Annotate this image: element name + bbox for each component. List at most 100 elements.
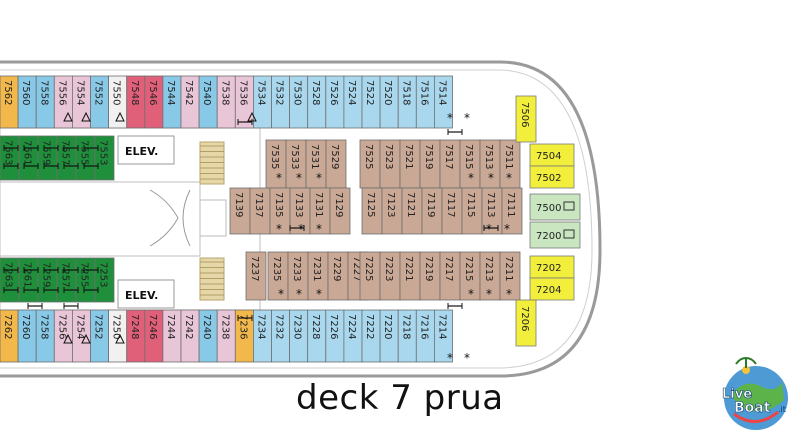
suite-box bbox=[529, 165, 575, 189]
tv-icon bbox=[563, 229, 575, 239]
accessible-star: * bbox=[486, 222, 492, 236]
accessible-star: * bbox=[504, 222, 510, 236]
cabin-number: 7562 bbox=[2, 80, 13, 105]
cabin-7223: 7223 bbox=[379, 251, 401, 301]
cabin-7520: 7520 bbox=[379, 75, 399, 129]
cabin-number: 7542 bbox=[183, 80, 194, 105]
cabin-box bbox=[433, 75, 453, 129]
cabin-7562: 7562 bbox=[0, 75, 19, 129]
cabin-7522: 7522 bbox=[361, 75, 381, 129]
cabin-number: 7516 bbox=[418, 80, 429, 105]
cabin-number: 7233 bbox=[291, 256, 302, 281]
cabin-number: 7522 bbox=[364, 80, 375, 105]
cabin-number: 7254 bbox=[74, 314, 85, 339]
cabin-number: 7227 bbox=[351, 256, 362, 281]
cabin-number: 7536 bbox=[237, 80, 248, 105]
cabin-number: 7129 bbox=[333, 192, 344, 217]
deck-caption: deck 7 prua bbox=[296, 378, 504, 418]
cabin-number: 7123 bbox=[385, 192, 396, 217]
cabin-number: 7262 bbox=[2, 314, 13, 339]
cabin-number: 7220 bbox=[382, 314, 393, 339]
cabin-7557: 7557 bbox=[56, 135, 77, 181]
cabin-7237: 7237 bbox=[245, 251, 267, 301]
cabin-number: 7223 bbox=[383, 256, 394, 281]
cabin-7548: 7548 bbox=[126, 75, 146, 129]
cabin-number: 7260 bbox=[20, 314, 31, 339]
accessible-star: * bbox=[464, 111, 470, 125]
cabin-number: 7242 bbox=[183, 314, 194, 339]
cabin-number: 7258 bbox=[38, 314, 49, 339]
cabin-7255: 7255 bbox=[75, 257, 96, 303]
cabin-7517: 7517 bbox=[439, 139, 461, 189]
cabin-7229: 7229 bbox=[327, 251, 349, 301]
liveboat-logo: Live Boat .it bbox=[716, 352, 800, 438]
cabin-7219: 7219 bbox=[419, 251, 441, 301]
cabin-number: 7231 bbox=[311, 256, 322, 281]
cabin-number: 7518 bbox=[400, 80, 411, 105]
cabin-number: 7135 bbox=[273, 192, 284, 217]
cabin-7244: 7244 bbox=[162, 309, 182, 363]
cabin-number: 7131 bbox=[313, 192, 324, 217]
cabin-7561: 7561 bbox=[18, 135, 39, 181]
cabin-7558: 7558 bbox=[35, 75, 55, 129]
markers-layer: ********************* bbox=[3, 111, 575, 365]
cabin-7220: 7220 bbox=[379, 309, 399, 363]
cabin-number: 7250 bbox=[111, 314, 122, 339]
cabin-number: 7259 bbox=[41, 262, 52, 287]
cabin-number: 7224 bbox=[346, 314, 357, 339]
stairs-bottom bbox=[199, 257, 225, 301]
accessible-star: * bbox=[447, 351, 453, 365]
cabin-number: 7211 bbox=[503, 256, 514, 281]
cabin-number: 7525 bbox=[363, 144, 374, 169]
cabin-number: 7257 bbox=[60, 262, 71, 287]
cabin-number: 7234 bbox=[255, 314, 266, 339]
triangle-marker bbox=[115, 333, 125, 344]
cabin-number: 7561 bbox=[22, 140, 33, 165]
cabin-number: 7521 bbox=[403, 144, 414, 169]
accessible-star: * bbox=[468, 171, 474, 185]
cabin-number: 7548 bbox=[129, 80, 140, 105]
cabin-number: 7538 bbox=[219, 80, 230, 105]
cabin-7216: 7216 bbox=[415, 309, 435, 363]
cabin-number: 7215 bbox=[463, 256, 474, 281]
atrium-curve bbox=[149, 189, 179, 247]
cabin-number: 7533 bbox=[289, 144, 300, 169]
cabin-number: 7225 bbox=[363, 256, 374, 281]
cabin-number: 7139 bbox=[233, 192, 244, 217]
cabin-7528: 7528 bbox=[307, 75, 327, 129]
cabin-7202: 7202 bbox=[529, 255, 575, 279]
cabin-7542: 7542 bbox=[180, 75, 200, 129]
triangle-marker bbox=[81, 111, 91, 122]
cabin-7218: 7218 bbox=[397, 309, 417, 363]
accessible-star: * bbox=[468, 287, 474, 301]
cabin-number: 7248 bbox=[129, 314, 140, 339]
cabin-number: 7232 bbox=[274, 314, 285, 339]
cabin-number: 7560 bbox=[20, 80, 31, 105]
triangle-marker bbox=[63, 333, 73, 344]
cabin-7133: 7133 bbox=[289, 187, 311, 235]
cabin-7263: 7263 bbox=[0, 257, 20, 303]
cabin-number: 7511 bbox=[503, 144, 514, 169]
cabin-number: 7219 bbox=[423, 256, 434, 281]
cabin-7563: 7563 bbox=[0, 135, 20, 181]
cabin-7253: 7253 bbox=[94, 257, 115, 303]
accessible-star: * bbox=[316, 222, 322, 236]
triangle-marker bbox=[81, 333, 91, 344]
elevator-label: ELEV. bbox=[125, 289, 158, 302]
cabin-7123: 7123 bbox=[381, 187, 403, 235]
cabin-number: 7125 bbox=[365, 192, 376, 217]
cabin-7529: 7529 bbox=[325, 139, 347, 189]
cabin-number: 7526 bbox=[328, 80, 339, 105]
cabin-7119: 7119 bbox=[421, 187, 443, 235]
cabin-box bbox=[245, 251, 267, 301]
accessible-star: * bbox=[464, 351, 470, 365]
accessible-star: * bbox=[506, 287, 512, 301]
cabin-7115: 7115 bbox=[461, 187, 483, 235]
cabin-number: 7557 bbox=[60, 140, 71, 165]
accessible-star: * bbox=[486, 287, 492, 301]
logo-word-boat: Boat bbox=[734, 400, 771, 416]
cabin-number: 7263 bbox=[3, 262, 14, 287]
cabin-7214: 7214 bbox=[433, 309, 453, 363]
cabin-7553: 7553 bbox=[94, 135, 115, 181]
